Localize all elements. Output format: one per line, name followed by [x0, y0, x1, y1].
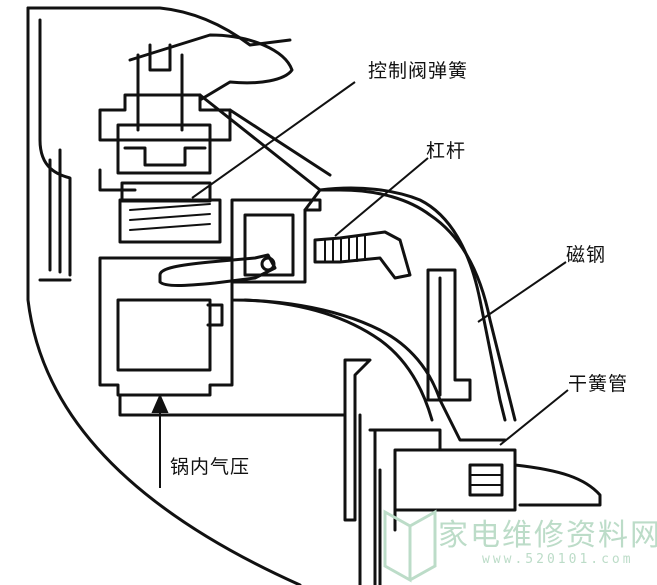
label-pot-pressure: 锅内气压	[170, 456, 251, 478]
label-reed-switch: 干簧管	[568, 373, 629, 395]
label-magnet: 磁钢	[566, 244, 607, 266]
cover-slope	[198, 93, 507, 422]
watermark-logo-icon	[383, 509, 437, 583]
housing-outline	[26, 6, 302, 585]
handle-curve	[128, 33, 294, 102]
housing-inner-edge	[38, 18, 72, 277]
spring-coils	[129, 203, 211, 231]
lever	[313, 230, 412, 280]
label-control-valve-spring: 控制阀弹簧	[368, 60, 469, 82]
valve-upper-housing	[98, 93, 232, 142]
label-lever: 杠杆	[426, 140, 467, 162]
lid-top-rim	[26, 6, 292, 47]
piston-rod	[158, 253, 277, 287]
reed-switch-block	[393, 448, 517, 512]
watermark-url: www.520101.com	[482, 552, 634, 567]
watermark-text: 家电维修资料网	[438, 518, 657, 553]
pressure-arrow	[151, 393, 169, 488]
magnet-housing	[426, 268, 472, 402]
